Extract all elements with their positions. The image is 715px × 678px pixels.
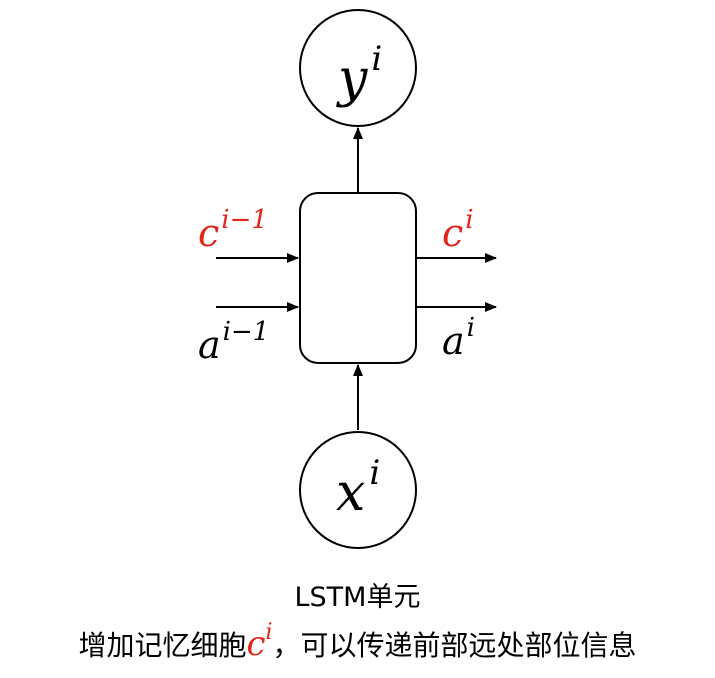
caption-text-before: 增加记忆细胞 [78,629,247,662]
label-cell-state-out: ci [442,205,474,255]
label-cell-state-in: ci−1 [198,205,268,255]
input-node-circle [299,431,417,549]
label-activation-out: ai [442,313,475,363]
output-node-circle [299,9,417,127]
caption-title: LSTM单元 [294,582,421,613]
caption-cell-symbol: ci [246,620,273,664]
caption-text-after: ，可以传递前部远处部位信息 [272,629,637,662]
lstm-cell-box [299,192,417,364]
label-activation-in: ai−1 [198,317,269,367]
caption-description: 增加记忆细胞ci，可以传递前部远处部位信息 [0,620,715,664]
